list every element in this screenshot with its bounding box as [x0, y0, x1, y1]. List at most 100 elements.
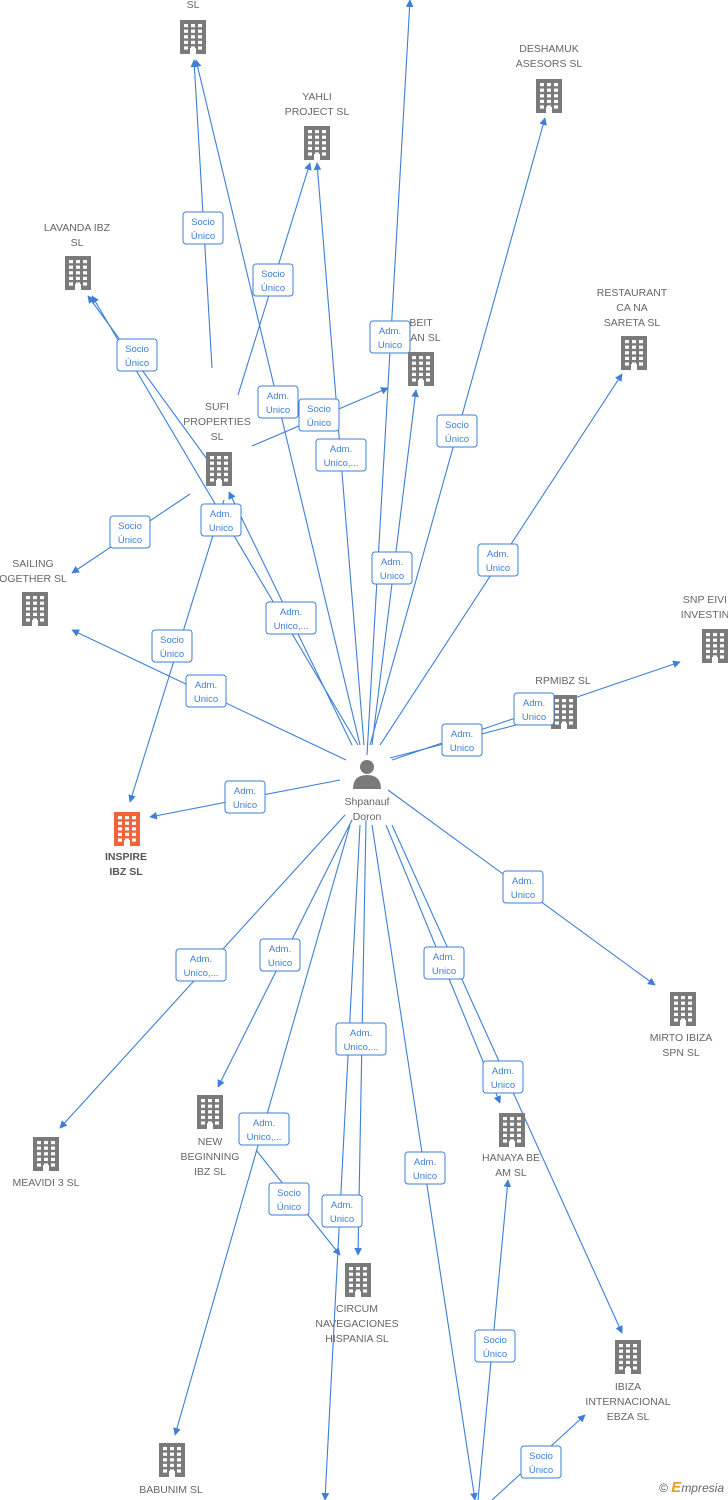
- company-node-ibiza-int-icon[interactable]: [615, 1340, 641, 1374]
- company-node-sufi-icon[interactable]: [206, 452, 232, 486]
- company-label-restaurant[interactable]: RESTAURANT: [597, 287, 668, 299]
- company-node-beit-icon[interactable]: [408, 352, 434, 386]
- company-label-circum[interactable]: NAVEGACIONES: [315, 1318, 398, 1330]
- edge-label-adm-unico[interactable]: Adm.Unico: [257, 385, 299, 419]
- edge-label-adm-unico-trunc[interactable]: Adm.Unico,...: [265, 601, 317, 635]
- company-label-ibiza-int[interactable]: IBIZA: [615, 1381, 641, 1393]
- company-node-restaurant-icon[interactable]: [621, 336, 647, 370]
- company-node-yahli-icon[interactable]: [304, 126, 330, 160]
- svg-text:Adm.: Adm.: [234, 786, 256, 797]
- company-node-lavanda-icon[interactable]: [65, 256, 91, 290]
- company-label-top-sl[interactable]: SL: [187, 0, 200, 11]
- person-icon[interactable]: [353, 760, 381, 789]
- company-label-mirto[interactable]: MIRTO IBIZA: [650, 1032, 713, 1044]
- company-label-meavidi[interactable]: MEAVIDI 3 SL: [13, 1177, 80, 1189]
- company-label-lavanda[interactable]: SL: [71, 237, 84, 249]
- edge-label-adm-unico[interactable]: Adm.Unico: [200, 503, 242, 537]
- company-label-inspire[interactable]: INSPIRE: [105, 851, 147, 863]
- person-name-label[interactable]: Shpanauf: [345, 796, 390, 808]
- company-node-snp-icon[interactable]: [702, 629, 728, 663]
- company-label-ibiza-int[interactable]: EBZA SL: [607, 1411, 650, 1423]
- edge-label-adm-unico[interactable]: Adm.Unico: [259, 938, 301, 972]
- company-node-babunim-icon[interactable]: [159, 1443, 185, 1477]
- company-label-yahli[interactable]: PROJECT SL: [285, 106, 350, 118]
- edge-label-adm-unico[interactable]: Adm.Unico: [423, 946, 465, 980]
- company-label-beit[interactable]: MAN SL: [401, 332, 440, 344]
- company-node-inspire-icon[interactable]: [114, 812, 140, 846]
- svg-text:Unico: Unico: [450, 743, 474, 754]
- edge-label-adm-unico[interactable]: Adm.Unico: [482, 1060, 524, 1094]
- edge-label-adm-unico[interactable]: Adm.Unico: [185, 674, 227, 708]
- company-label-circum[interactable]: HISPANIA SL: [325, 1333, 389, 1345]
- company-label-circum[interactable]: CIRCUM: [336, 1303, 378, 1315]
- edge-label-adm-unico[interactable]: Adm.Unico: [513, 692, 555, 726]
- company-node-rpmibz-icon[interactable]: [551, 695, 577, 729]
- edge-label-adm-unico-trunc[interactable]: Adm.Unico,...: [315, 438, 367, 472]
- company-label-snp[interactable]: SNP EIVI: [683, 594, 727, 606]
- company-label-sailing[interactable]: OGETHER SL: [0, 573, 67, 585]
- company-node-top-sl-icon[interactable]: [180, 20, 206, 54]
- company-label-sufi[interactable]: SUFI: [205, 401, 229, 413]
- edge-label-adm-unico-trunc[interactable]: Adm.Unico,...: [238, 1112, 290, 1146]
- edge-0: [366, 0, 414, 756]
- company-node-hanaya-icon[interactable]: [499, 1113, 525, 1147]
- company-label-hanaya[interactable]: HANAYA BE: [482, 1152, 540, 1164]
- company-label-restaurant[interactable]: CA NA: [616, 302, 648, 314]
- company-label-hanaya[interactable]: AM SL: [495, 1167, 527, 1179]
- edge-label-adm-unico[interactable]: Adm.Unico: [502, 870, 544, 904]
- company-node-sailing-icon[interactable]: [22, 592, 48, 626]
- company-node-meavidi-icon[interactable]: [33, 1137, 59, 1171]
- company-label-new-beginning[interactable]: BEGINNING: [181, 1151, 240, 1163]
- company-label-mirto[interactable]: SPN SL: [662, 1047, 700, 1059]
- company-label-sufi[interactable]: PROPERTIES: [183, 416, 251, 428]
- edge-label-adm-unico[interactable]: Adm.Unico: [321, 1194, 363, 1228]
- company-label-ibiza-int[interactable]: INTERNACIONAL: [585, 1396, 670, 1408]
- company-label-new-beginning[interactable]: NEW: [198, 1136, 223, 1148]
- company-label-sailing[interactable]: SAILING: [12, 558, 53, 570]
- company-label-lavanda[interactable]: LAVANDA IBZ: [44, 222, 111, 234]
- edge-label-adm-unico[interactable]: Adm.Unico: [224, 780, 266, 814]
- edge-label-adm-unico[interactable]: Adm.Unico: [371, 551, 413, 585]
- svg-text:Unico,...: Unico,...: [247, 1132, 282, 1143]
- svg-text:Adm.: Adm.: [512, 876, 534, 887]
- company-label-yahli[interactable]: YAHLI: [302, 91, 332, 103]
- edge-label-adm-unico[interactable]: Adm.Unico: [369, 320, 411, 354]
- svg-text:Adm.: Adm.: [330, 444, 352, 455]
- company-label-restaurant[interactable]: SARETA SL: [604, 317, 661, 329]
- company-node-circum-icon[interactable]: [345, 1263, 371, 1297]
- company-label-deshamuk[interactable]: DESHAMUK: [519, 43, 579, 55]
- edge-label-adm-unico[interactable]: Adm.Unico: [404, 1151, 446, 1185]
- company-label-rpmibz[interactable]: RPMIBZ SL: [535, 675, 591, 687]
- edge-label-adm-unico-trunc[interactable]: Adm.Unico,...: [335, 1022, 387, 1056]
- company-label-inspire[interactable]: IBZ SL: [109, 866, 143, 878]
- svg-text:Socio: Socio: [277, 1188, 301, 1199]
- person-name-label[interactable]: Doron: [353, 811, 382, 823]
- company-node-deshamuk-icon[interactable]: [536, 79, 562, 113]
- svg-text:Unico: Unico: [378, 340, 402, 351]
- company-node-new-beginning-icon[interactable]: [197, 1095, 223, 1129]
- company-label-sufi[interactable]: SL: [211, 431, 224, 443]
- svg-text:Socio: Socio: [261, 269, 285, 280]
- company-node-mirto-icon[interactable]: [670, 992, 696, 1026]
- edge-label-adm-unico[interactable]: Adm.Unico: [441, 723, 483, 757]
- copyright-symbol: ©: [659, 1481, 668, 1495]
- company-label-deshamuk[interactable]: ASESORS SL: [516, 58, 583, 70]
- edge-label-adm-unico[interactable]: Adm.Unico: [477, 543, 519, 577]
- svg-text:Unico,...: Unico,...: [274, 621, 309, 632]
- svg-text:Adm.: Adm.: [487, 549, 509, 560]
- company-label-snp[interactable]: INVESTIN: [681, 609, 728, 621]
- edge-label-adm-unico-trunc[interactable]: Adm.Unico,...: [175, 948, 227, 982]
- company-label-new-beginning[interactable]: IBZ SL: [194, 1166, 226, 1178]
- company-label-beit[interactable]: BEIT: [409, 317, 433, 329]
- company-label-babunim[interactable]: BABUNIM SL: [139, 1484, 203, 1496]
